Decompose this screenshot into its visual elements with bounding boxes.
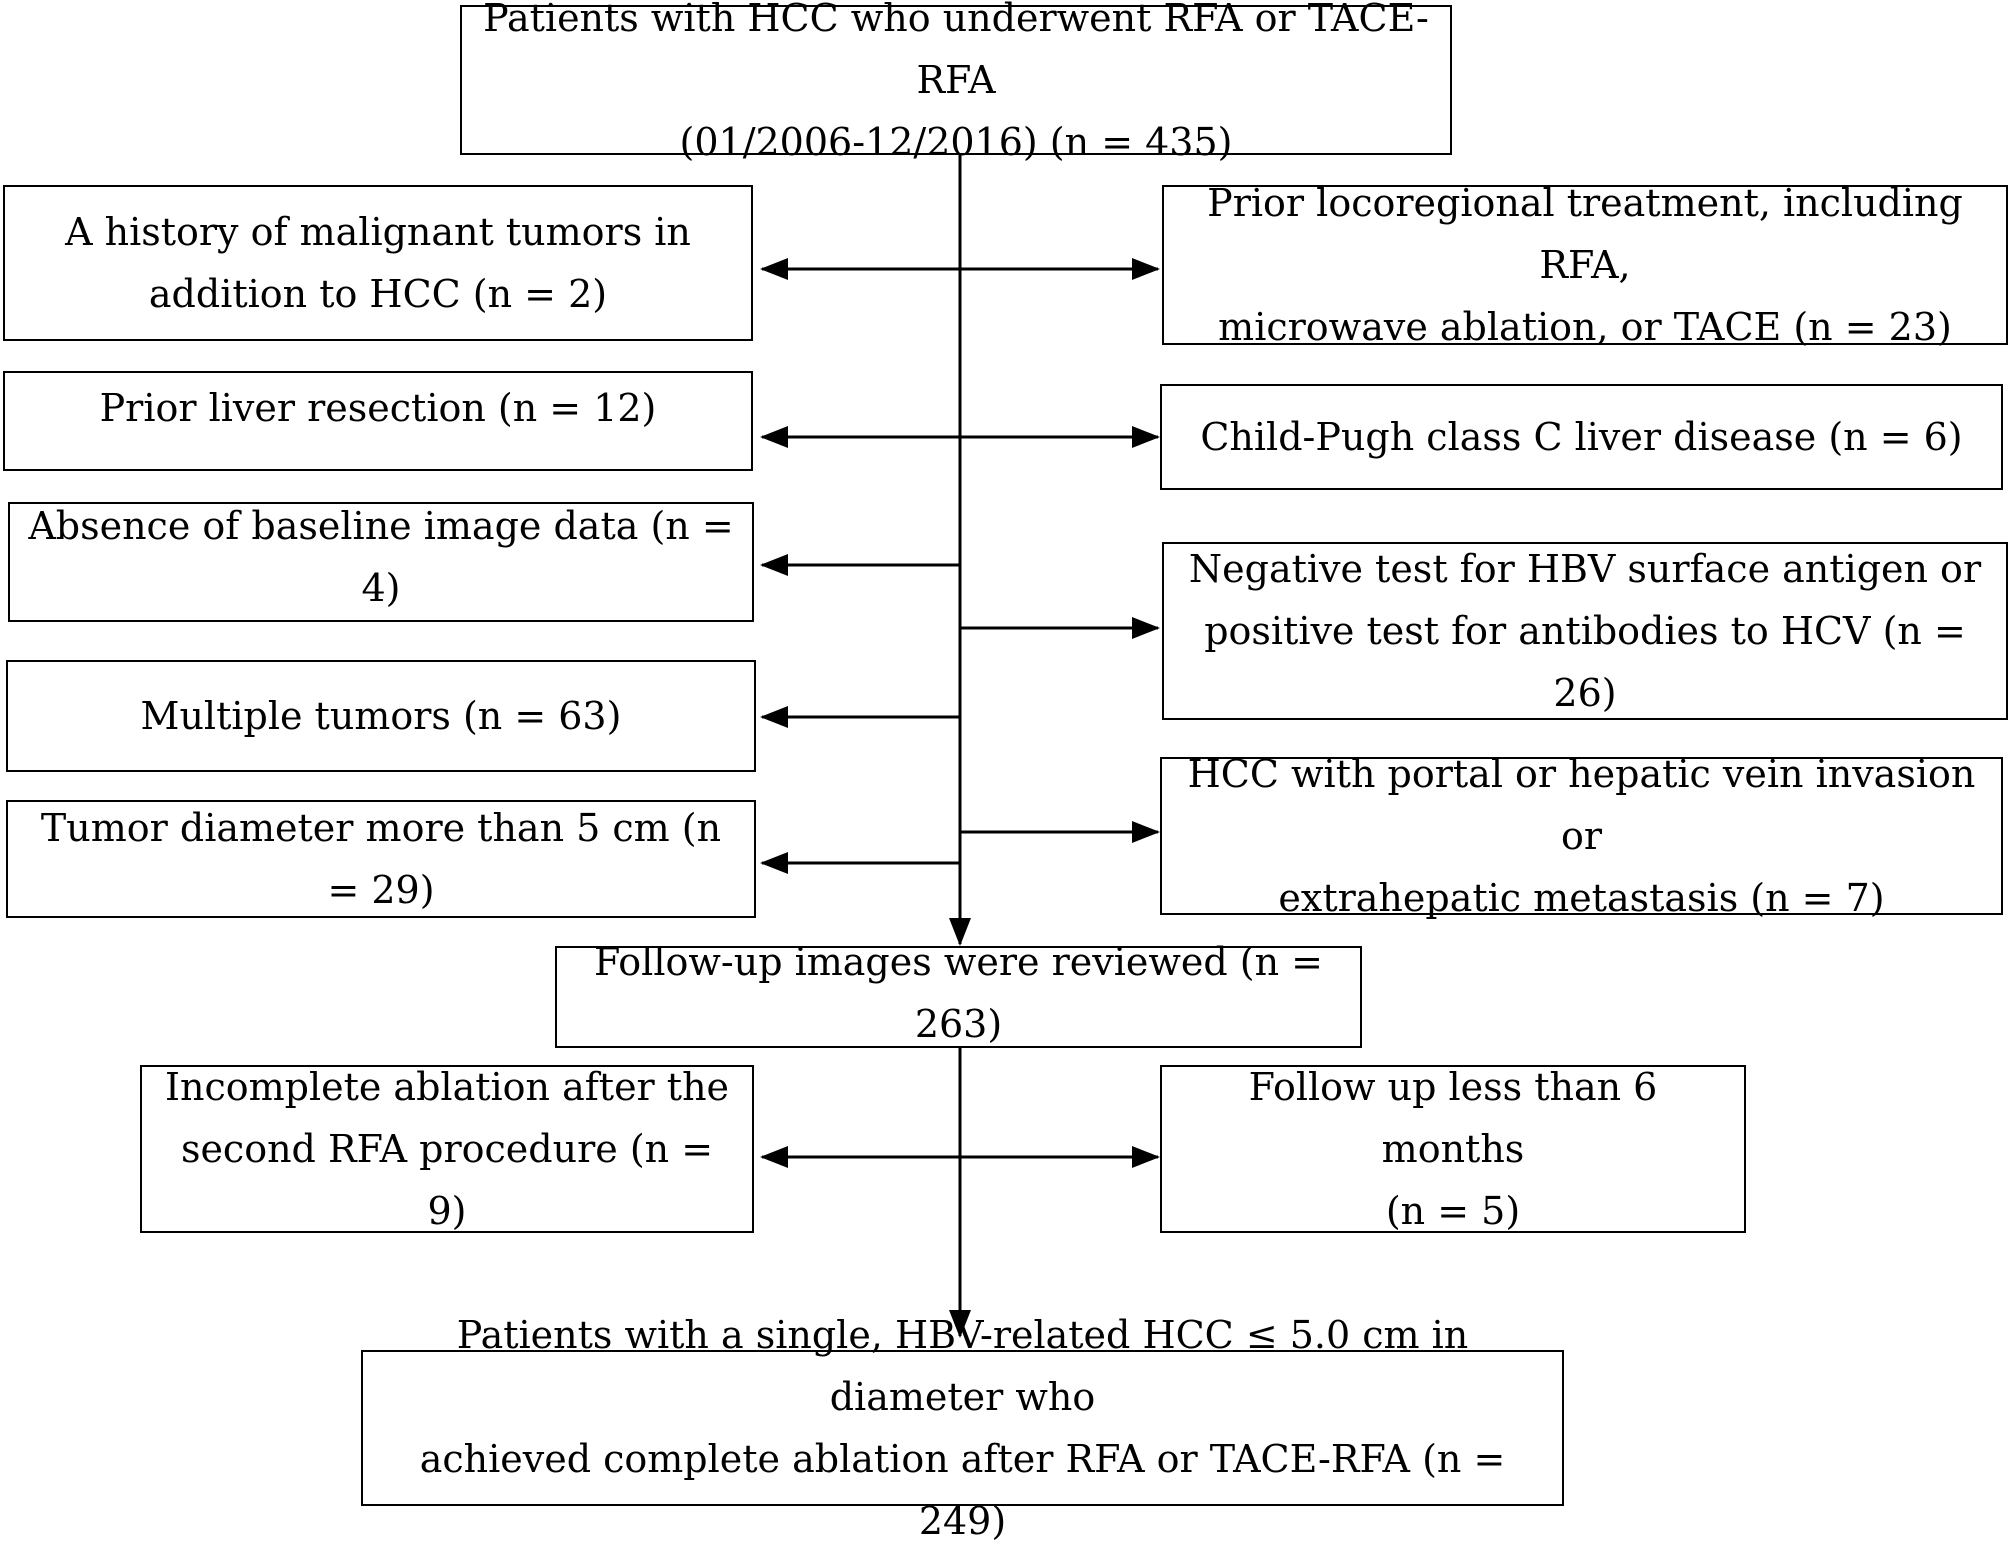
box-exclusion-short-follow-up: Follow up less than 6 months (n = 5) [1160, 1065, 1746, 1233]
box-exclusion-malignant-history-line2: addition to HCC (n = 2) [148, 272, 608, 316]
connector-layer [760, 154, 1160, 1338]
box-exclusion-prior-locoregional-line2: microwave ablation, or TACE (n = 23) [1218, 305, 1952, 349]
box-exclusion-child-pugh-line1: Child-Pugh class C liver disease (n = 6) [1200, 415, 1963, 459]
box-exclusion-hbv-hcv: Negative test for HBV surface antigen or… [1162, 542, 2008, 720]
box-exclusion-vein-invasion: HCC with portal or hepatic vein invasion… [1160, 752, 2003, 920]
box-exclusion-hbv-hcv-line2: positive test for antibodies to HCV (n =… [1204, 609, 1966, 715]
box-exclusion-multiple-tumors-line1: Multiple tumors (n = 63) [140, 694, 622, 738]
box-exclusion-malignant-history: A history of malignant tumors in additio… [3, 185, 753, 341]
box-enrolled-line2: (01/2006-12/2016) (n = 435) [679, 120, 1233, 164]
box-exclusion-malignant-history-line1: A history of malignant tumors in [65, 210, 691, 254]
box-exclusion-prior-locoregional-line1: Prior locoregional treatment, including … [1207, 181, 1963, 287]
box-final-cohort-line2: achieved complete ablation after RFA or … [419, 1437, 1506, 1543]
box-follow-up-reviewed-line1: Follow-up images were reviewed (n = 263) [594, 940, 1323, 1046]
box-exclusion-hbv-hcv-line1: Negative test for HBV surface antigen or [1188, 547, 1982, 591]
box-final-cohort-line1: Patients with a single, HBV-related HCC … [456, 1313, 1469, 1419]
box-exclusion-tumor-diameter: Tumor diameter more than 5 cm (n = 29) [6, 800, 756, 918]
box-exclusion-prior-locoregional: Prior locoregional treatment, including … [1162, 181, 2008, 349]
box-exclusion-multiple-tumors: Multiple tumors (n = 63) [6, 660, 756, 772]
box-exclusion-baseline-image: Absence of baseline image data (n = 4) [8, 502, 754, 622]
box-exclusion-short-follow-up-line2: (n = 5) [1385, 1189, 1521, 1233]
box-exclusion-vein-invasion-line2: extrahepatic metastasis (n = 7) [1278, 876, 1885, 920]
flowchart: Patients with HCC who underwent RFA or T… [3, 0, 2008, 1543]
box-exclusion-incomplete-ablation-line1: Incomplete ablation after the [164, 1065, 730, 1109]
box-exclusion-tumor-diameter-line1: Tumor diameter more than 5 cm (n = 29) [40, 806, 722, 912]
box-exclusion-liver-resection-line1: Prior liver resection (n = 12) [99, 386, 657, 430]
box-exclusion-short-follow-up-line1: Follow up less than 6 months [1248, 1065, 1658, 1171]
box-exclusion-baseline-image-line1: Absence of baseline image data (n = 4) [28, 504, 734, 610]
box-exclusion-vein-invasion-line1: HCC with portal or hepatic vein invasion… [1187, 752, 1976, 858]
box-exclusion-incomplete-ablation-line2: second RFA procedure (n = 9) [180, 1127, 714, 1233]
box-exclusion-child-pugh: Child-Pugh class C liver disease (n = 6) [1160, 384, 2003, 490]
box-exclusion-liver-resection: Prior liver resection (n = 12) [3, 371, 753, 471]
box-follow-up-reviewed: Follow-up images were reviewed (n = 263) [555, 940, 1362, 1048]
box-exclusion-incomplete-ablation: Incomplete ablation after the second RFA… [140, 1065, 754, 1233]
box-enrolled: Patients with HCC who underwent RFA or T… [460, 0, 1452, 164]
box-final-cohort: Patients with a single, HBV-related HCC … [361, 1313, 1564, 1543]
box-enrolled-line1: Patients with HCC who underwent RFA or T… [483, 0, 1429, 102]
